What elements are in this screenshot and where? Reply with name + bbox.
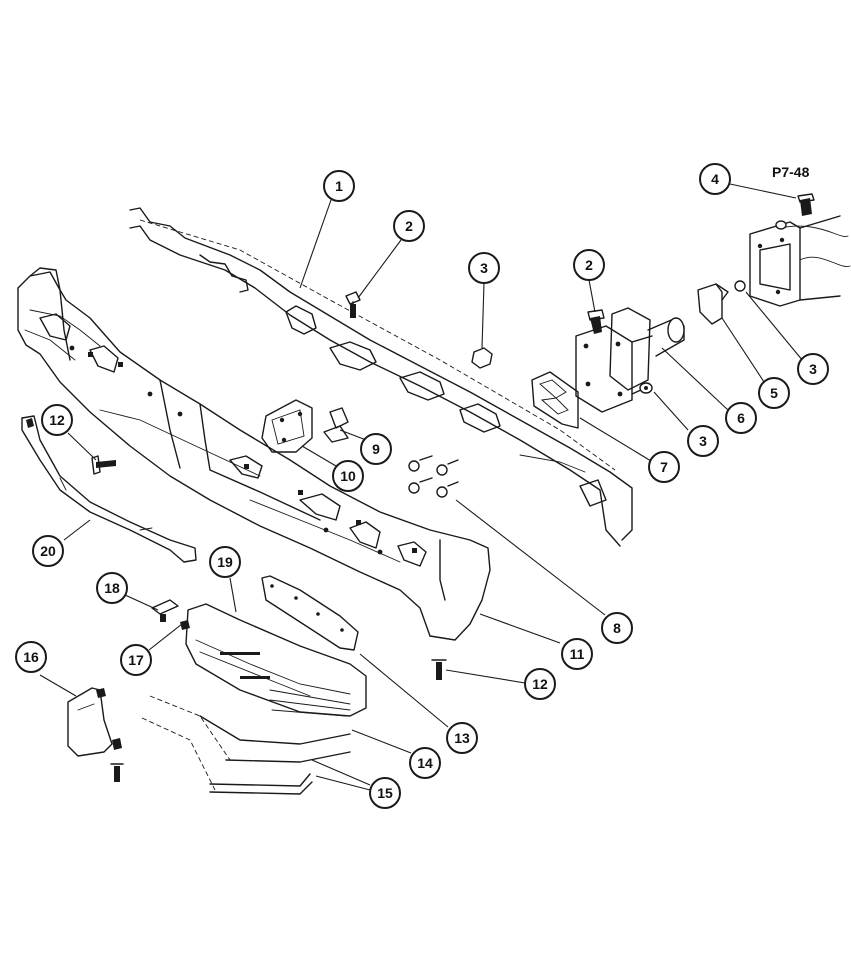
callout-label: 2 (585, 257, 593, 273)
callout-label: 13 (454, 730, 470, 746)
callout-label: 1 (335, 178, 343, 194)
callout-label: 2 (405, 218, 413, 234)
callout-1: 1 (323, 170, 355, 202)
callout-6: 6 (725, 402, 757, 434)
part-12-screw-lower (431, 659, 447, 680)
part-9-clip (323, 407, 349, 443)
callout-10: 10 (332, 460, 364, 492)
callout-16: 16 (15, 641, 47, 673)
part-11-bumper-face (17, 267, 491, 641)
part-10-bracket (261, 399, 313, 453)
part-3-nut (471, 347, 493, 369)
callout-label: 5 (770, 385, 778, 401)
callout-3-mid: 3 (687, 425, 719, 457)
part-3-nut-top (734, 280, 746, 292)
frame-rail-end (749, 215, 851, 307)
callout-20: 20 (32, 535, 64, 567)
callout-9: 9 (360, 433, 392, 465)
callout-14: 14 (409, 747, 441, 779)
part-4-bolt (797, 193, 815, 216)
part-12-nut-small (26, 418, 34, 428)
callout-8: 8 (601, 612, 633, 644)
part-12-bolt (91, 455, 116, 475)
part-14-strip (199, 715, 351, 763)
callout-3-top-right: 3 (797, 353, 829, 385)
callout-label: 3 (699, 433, 707, 449)
part-19-impact-strip (185, 603, 367, 717)
callout-label: 4 (711, 171, 719, 187)
callout-label: 12 (49, 412, 65, 428)
callout-label: 14 (417, 755, 433, 771)
figure-reference: P7-48 (772, 164, 810, 180)
part-17-nut (180, 620, 190, 630)
callout-7: 7 (648, 451, 680, 483)
callout-5: 5 (758, 377, 790, 409)
part-1-reinforcement (129, 207, 633, 547)
callout-label: 6 (737, 410, 745, 426)
callout-label: 12 (532, 676, 548, 692)
part-6-energy-absorber (575, 307, 685, 413)
part-7-plate (531, 371, 579, 429)
callout-label: 8 (613, 620, 621, 636)
callout-2-right: 2 (573, 249, 605, 281)
callout-15: 15 (369, 777, 401, 809)
callout-4: 4 (699, 163, 731, 195)
leader-lines (39, 183, 804, 791)
part-16-end-cap (67, 687, 122, 757)
callout-19: 19 (209, 546, 241, 578)
callout-label: 10 (340, 468, 356, 484)
part-2-bolt (345, 291, 361, 318)
part-2-bolt-right (587, 309, 605, 334)
callout-label: 19 (217, 554, 233, 570)
callout-18: 18 (96, 572, 128, 604)
callout-label: 9 (372, 441, 380, 457)
callout-17: 17 (120, 644, 152, 676)
part-18-clip (151, 599, 179, 622)
callout-11: 11 (561, 638, 593, 670)
part-15-strips (141, 695, 313, 795)
callout-label: 17 (128, 652, 144, 668)
callout-label: 20 (40, 543, 56, 559)
callout-label: 3 (480, 260, 488, 276)
part-5-bracket (697, 283, 729, 325)
part-20-end-filler (21, 415, 197, 563)
callout-12: 12 (41, 404, 73, 436)
part-8-bolts (408, 455, 459, 498)
callout-label: 18 (104, 580, 120, 596)
callout-label: 11 (570, 646, 585, 662)
callout-12-lower: 12 (524, 668, 556, 700)
part-16-screw (110, 763, 124, 782)
callout-3: 3 (468, 252, 500, 284)
part-3-washer (639, 382, 653, 394)
callout-label: 3 (809, 361, 817, 377)
callout-label: 7 (660, 459, 668, 475)
part-13-plate (261, 575, 359, 651)
callout-2: 2 (393, 210, 425, 242)
callout-13: 13 (446, 722, 478, 754)
callout-label: 16 (23, 649, 39, 665)
callout-label: 15 (377, 785, 393, 801)
